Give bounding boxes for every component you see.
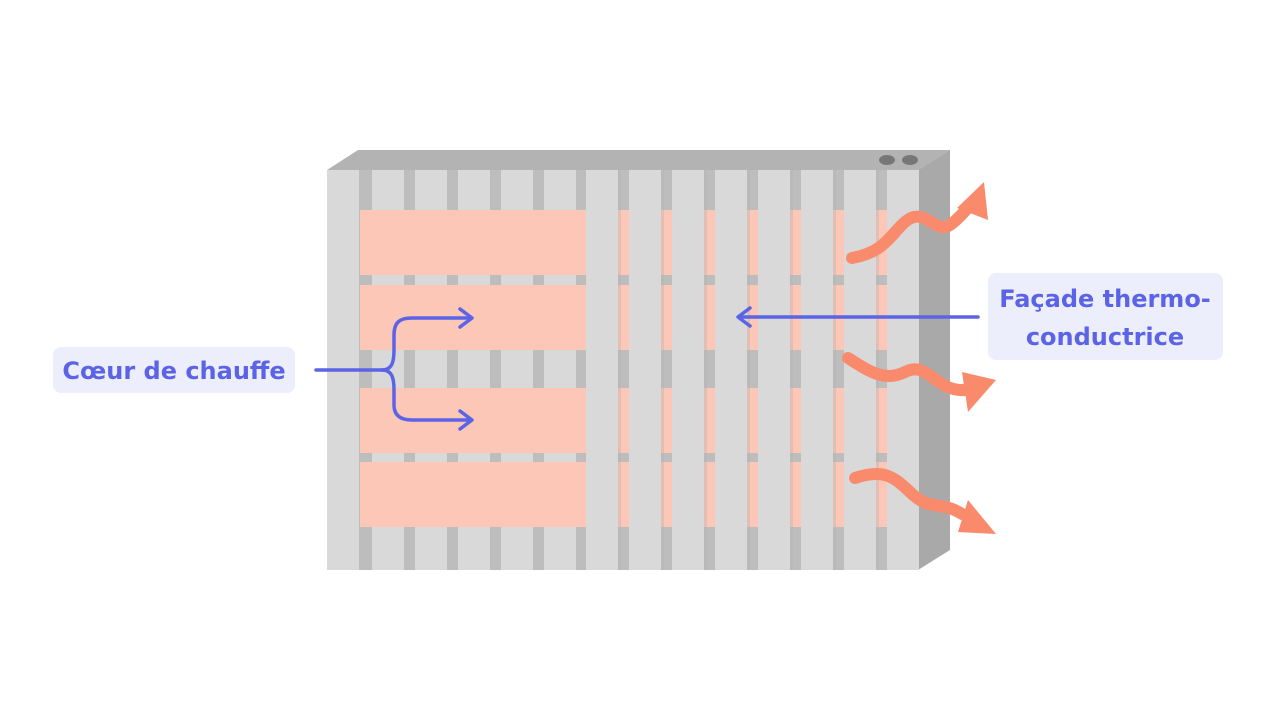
pointer-head-upper	[458, 307, 474, 329]
radiator-back-slat	[415, 275, 447, 285]
slat-shadow	[790, 170, 793, 570]
radiator-back-slat	[372, 275, 404, 285]
radiator-back-slat	[458, 527, 490, 570]
heating-core-label-text: Cœur de chauffe	[62, 357, 285, 385]
radiator-back-slat	[544, 453, 576, 462]
radiator-front-slat	[672, 170, 704, 570]
facade-pointer	[736, 306, 980, 328]
radiator-back-slat	[544, 350, 576, 388]
heat-arrowheads	[957, 182, 996, 534]
radiator-back-slat	[501, 275, 533, 285]
radiator-back-slat	[372, 170, 404, 210]
radiator-back-slat	[544, 527, 576, 570]
heat-wave-arrow	[842, 352, 971, 397]
radiator-front-slat	[629, 170, 661, 570]
heat-arrows	[842, 198, 978, 520]
radiator-back-slat	[501, 170, 533, 210]
radiator-front-slat	[586, 170, 618, 570]
heating-core-pointer	[314, 307, 474, 431]
radiator-front-slat	[758, 170, 790, 570]
radiator-back-slat	[501, 350, 533, 388]
pointer-head-lower	[458, 409, 474, 431]
back-slats	[372, 170, 576, 570]
heating-band	[360, 210, 887, 275]
radiator-back-slat	[544, 275, 576, 285]
heat-wave-arrow	[849, 468, 968, 520]
facade-label-line2: conductrice	[1026, 323, 1184, 351]
heat-arrowhead	[962, 372, 996, 412]
slat-shadow	[661, 170, 664, 570]
heat-wave-arrow	[846, 198, 978, 264]
facade-label-bg	[988, 273, 1223, 360]
radiator-back-slat	[458, 275, 490, 285]
radiator-side-face	[918, 150, 950, 570]
heating-band	[360, 462, 887, 527]
radiator-back-slat	[501, 453, 533, 462]
slat-shadow	[618, 170, 621, 570]
slat-shadow	[704, 170, 707, 570]
radiator-back-slat	[458, 170, 490, 210]
radiator	[327, 150, 950, 570]
radiator-back-slat	[415, 453, 447, 462]
facade-label-line1: Façade thermo-	[999, 285, 1211, 313]
pointer-branch-lower	[380, 368, 472, 422]
radiator-back-slat	[415, 527, 447, 570]
facade-label: Façade thermo- conductrice	[988, 273, 1223, 360]
radiator-top-face	[327, 150, 950, 170]
heat-arrowhead	[957, 182, 988, 220]
heat-arrowhead	[958, 500, 996, 534]
slat-shadow	[747, 170, 750, 570]
knob	[879, 155, 895, 165]
radiator-back-slat	[458, 350, 490, 388]
heating-core-label: Cœur de chauffe	[53, 347, 295, 393]
radiator-back-slat	[372, 453, 404, 462]
facade-pointer-head	[736, 306, 752, 328]
radiator-front-slat	[715, 170, 747, 570]
radiator-back-slat	[415, 350, 447, 388]
slat-shadow	[833, 170, 836, 570]
radiator-back-slat	[458, 453, 490, 462]
radiator-back-slat	[544, 170, 576, 210]
pointer-branch-upper	[380, 316, 472, 372]
radiator-front-slat	[801, 170, 833, 570]
radiator-back-slat	[372, 527, 404, 570]
radiator-back-slat	[415, 170, 447, 210]
knob	[902, 155, 918, 165]
heating-core-label-bg	[53, 347, 295, 393]
radiator-back-slat	[501, 527, 533, 570]
